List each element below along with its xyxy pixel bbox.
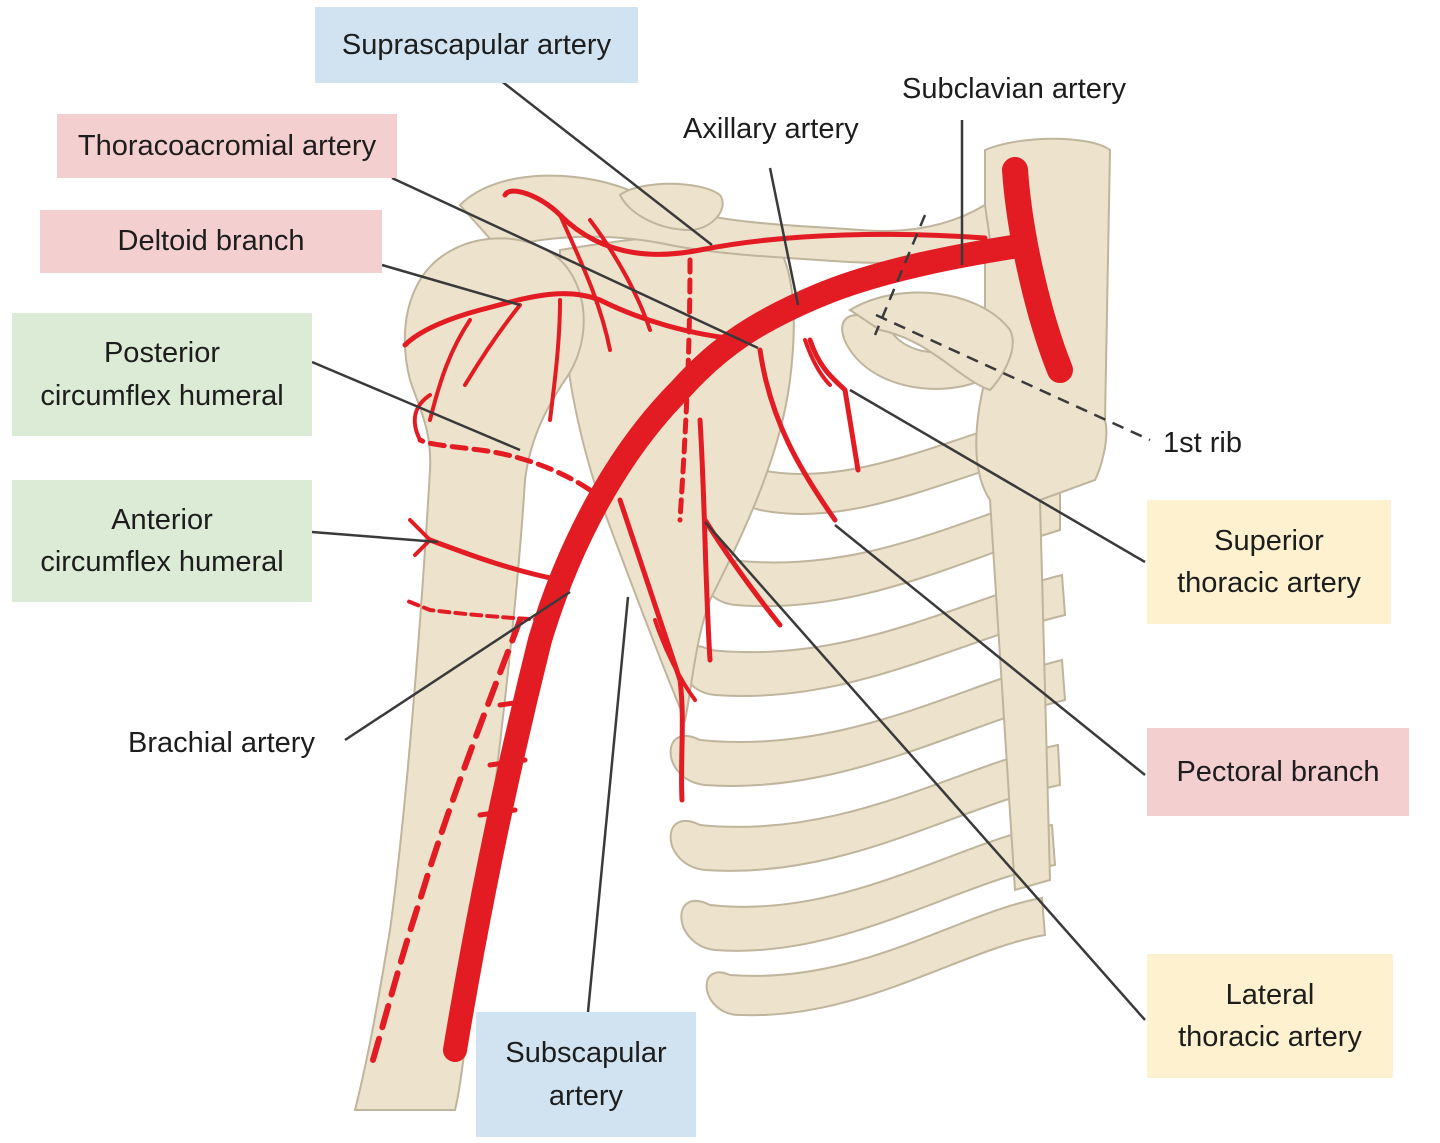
- suprascapular-branch: [502, 188, 988, 257]
- label-subclavian-artery: Subclavian artery: [902, 72, 1127, 105]
- label-brachial-artery: Brachial artery: [128, 726, 315, 759]
- posterior-circumflex-twig: [412, 393, 432, 442]
- leader-axillary: [768, 167, 800, 306]
- subclavian-trunk: [1002, 157, 1073, 383]
- rib-6: [669, 743, 1062, 872]
- sternum: [975, 137, 1112, 892]
- label-lateral-thoracic-artery: Lateral thoracic artery: [1147, 954, 1393, 1078]
- label-anterior-circumflex-humeral: Anterior circumflex humeral: [12, 480, 312, 602]
- bones: [353, 137, 1112, 1111]
- label-deltoid-branch: Deltoid branch: [40, 210, 382, 273]
- leader-thoracoacromial: [391, 176, 759, 350]
- anterior-circumflex-lower: [403, 598, 547, 622]
- subscapular-twig: [653, 618, 697, 702]
- label-thoracoacromial-artery: Thoracoacromial artery: [57, 114, 397, 178]
- anterior-circumflex-branch: [427, 537, 563, 583]
- posterior-circumflex-branch: [417, 437, 593, 493]
- label-superior-thoracic-artery: Superior thoracic artery: [1147, 500, 1391, 624]
- leader-subscapular: [586, 596, 630, 1013]
- superior-thoracic-branch: [807, 337, 861, 473]
- rib-8: [705, 896, 1047, 1017]
- ribs: [669, 314, 1067, 1017]
- subscapular-dashed: [677, 257, 693, 523]
- anterior-circumflex-fork: [408, 518, 432, 557]
- label-subscapular-artery: Subscapular artery: [476, 1012, 696, 1137]
- deltoid-branch-a: [463, 303, 522, 387]
- lateral-thoracic-branch: [697, 417, 713, 663]
- deltoid-branch-b: [428, 318, 472, 422]
- leader-pectoral: [834, 524, 1146, 776]
- leader-suprascapular: [499, 79, 713, 246]
- rib-7: [680, 823, 1057, 952]
- coracoid: [618, 182, 724, 232]
- superior-thoracic-twig: [803, 338, 832, 387]
- brachial-twigs: [477, 697, 538, 818]
- pectoral-branch: [757, 347, 838, 523]
- label-axillary-artery: Axillary artery: [683, 112, 859, 145]
- scapula: [558, 232, 795, 724]
- leader-lines: [311, 79, 1151, 1021]
- arteries: [367, 157, 1073, 1073]
- leader-first-rib-neck: [873, 214, 927, 336]
- deltoid-branch-c: [548, 298, 562, 422]
- label-first-rib: 1st rib: [1163, 426, 1242, 459]
- label-posterior-circumflex-humeral: Posterior circumflex humeral: [12, 313, 312, 436]
- leader-first-rib: [875, 313, 1151, 442]
- thoracoacromial-branch: [402, 291, 748, 348]
- label-pectoral-branch: Pectoral branch: [1147, 728, 1409, 816]
- leader-superior-thoracic: [849, 388, 1146, 564]
- deep-brachial-branch: [367, 617, 523, 1073]
- label-suprascapular-artery: Suprascapular artery: [315, 7, 638, 83]
- suprascapular-sub: [558, 213, 612, 352]
- leader-deltoid: [381, 263, 521, 307]
- leader-posterior-circumflex: [311, 360, 521, 452]
- leader-lateral-thoracic: [704, 521, 1146, 1021]
- leader-brachial: [344, 590, 571, 742]
- leader-anterior-circumflex: [311, 530, 439, 544]
